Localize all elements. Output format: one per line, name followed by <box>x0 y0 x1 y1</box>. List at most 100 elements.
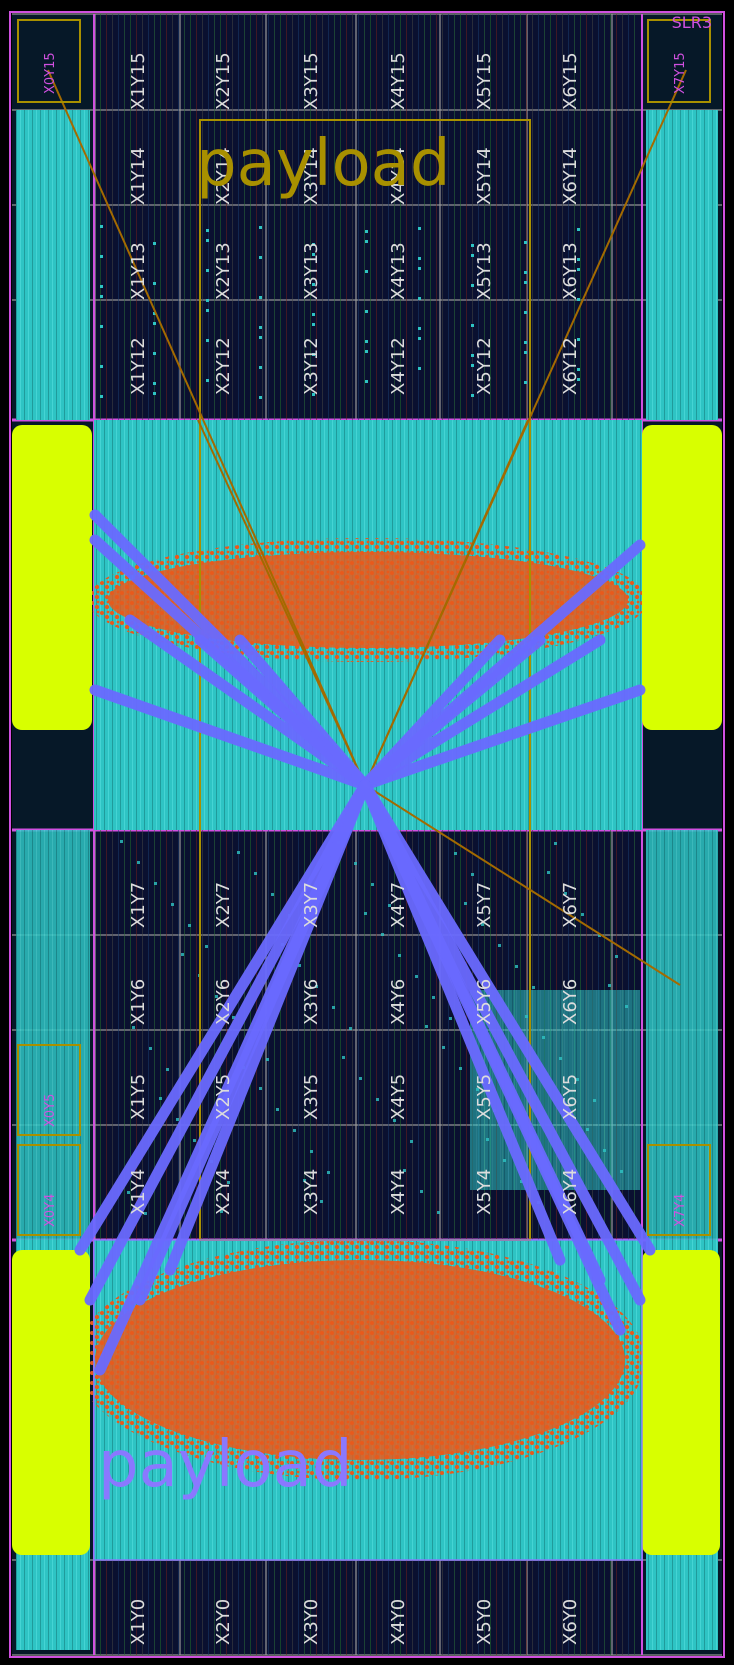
io-bank-left-upper <box>12 425 92 730</box>
placed-cell-dot <box>312 283 315 286</box>
clock-region-label: X3Y5 <box>301 1074 322 1120</box>
fabric-column-stripe <box>460 14 461 1655</box>
fabric-column-stripe <box>286 14 287 1655</box>
pblock-payload-bottom[interactable] <box>93 1239 643 1561</box>
placed-cell-dot <box>259 226 262 229</box>
net-flyline[interactable] <box>89 684 371 791</box>
placed-cell-dot <box>520 1180 523 1183</box>
net-flyline[interactable] <box>164 779 371 1276</box>
placed-cell-dot <box>365 270 368 273</box>
fabric-column-stripe <box>220 14 221 1655</box>
placed-cell-dot <box>547 871 550 874</box>
fabric-column-stripe <box>634 14 635 1655</box>
placed-cell-dot <box>205 945 208 948</box>
placed-cell-dot <box>259 326 262 329</box>
placed-cell-dot <box>418 327 421 330</box>
fabric-column-stripe <box>316 14 317 1655</box>
clock-region-label: X5Y0 <box>474 1599 495 1645</box>
net-flylines[interactable] <box>74 509 656 1376</box>
clock-region-label: X6Y15 <box>560 52 581 110</box>
clock-region-label: X6Y13 <box>560 242 581 300</box>
fabric-column-stripe <box>466 14 467 1655</box>
corner-clock-label: X7Y15 <box>673 52 688 94</box>
clock-region-label: X5Y4 <box>474 1169 495 1215</box>
net-flyline[interactable] <box>84 779 371 1306</box>
placed-cell-dot <box>415 975 418 978</box>
placed-cell-dot <box>376 1098 379 1101</box>
placed-cell-dot <box>525 1015 528 1018</box>
placed-cell-dot <box>442 1046 445 1049</box>
fabric-column-stripe <box>142 14 143 1655</box>
clock-region-label: X1Y12 <box>128 337 149 395</box>
net-flyline[interactable] <box>359 634 506 791</box>
slr-label: SLR3 <box>672 13 712 32</box>
placed-cell-dot <box>365 230 368 233</box>
placed-cell-dot <box>153 322 156 325</box>
clock-region-label: X2Y0 <box>213 1599 234 1645</box>
fabric-column-stripe <box>112 14 113 1655</box>
placed-cell-dot <box>481 923 484 926</box>
clock-region-label: X2Y4 <box>213 1169 234 1215</box>
placed-cell-dot <box>188 924 191 927</box>
placed-cell-dot <box>166 1068 169 1071</box>
clock-region-label: X6Y0 <box>560 1599 581 1645</box>
placed-cell-dot <box>437 1211 440 1214</box>
placed-cell-dot <box>393 1119 396 1122</box>
fabric-column-stripe <box>166 14 167 1655</box>
fabric-column-stripe <box>430 14 431 1655</box>
placed-cell-dot <box>266 1058 269 1061</box>
fabric-column-stripe <box>616 14 617 1655</box>
fabric-column-stripe <box>154 14 155 1655</box>
corner-clock-box <box>17 1044 81 1136</box>
net-flyline[interactable] <box>234 634 371 791</box>
clock-region-label: X3Y4 <box>301 1169 322 1215</box>
clock-region-label: X4Y13 <box>388 242 409 300</box>
fabric-column-stripe <box>214 14 215 1655</box>
fabric-column-stripe <box>448 14 449 1655</box>
clock-region-label: X1Y15 <box>128 52 149 110</box>
placed-cell-dot <box>471 284 474 287</box>
placed-cell-dot <box>206 269 209 272</box>
placed-cell-dot <box>312 393 315 396</box>
corner-clock-label: X0Y15 <box>43 52 58 94</box>
placed-cell-dot <box>464 902 467 905</box>
placed-cell-dot <box>586 1128 589 1131</box>
fabric-column-stripe <box>424 14 425 1655</box>
placed-cell-dot <box>153 242 156 245</box>
placed-cell-dot <box>153 312 156 315</box>
clock-region-label: X3Y6 <box>301 979 322 1025</box>
placed-cell-dot <box>471 244 474 247</box>
fabric-column-stripe <box>190 14 191 1655</box>
placed-cell-dot <box>315 985 318 988</box>
placed-cell-dot <box>398 954 401 957</box>
placed-cell-dot <box>425 1025 428 1028</box>
net-flyline[interactable] <box>359 779 566 1266</box>
fabric-column-stripe <box>508 14 509 1655</box>
placed-cell-dot <box>371 883 374 886</box>
placed-cell-dot <box>365 380 368 383</box>
placed-cell-dot <box>598 934 601 937</box>
fabric-column-stripe <box>406 14 407 1655</box>
net-flyline[interactable] <box>359 684 646 791</box>
pblock-tie-lines <box>47 69 687 986</box>
placed-cell-dot <box>524 311 527 314</box>
placed-cell-dot <box>577 298 580 301</box>
clock-region-label: X1Y13 <box>128 242 149 300</box>
placed-cell-dot <box>577 228 580 231</box>
placed-cell-dot <box>312 353 315 356</box>
fabric-column-stripe <box>244 14 245 1655</box>
fabric-column-stripe <box>310 14 311 1655</box>
placed-cell-dot <box>137 861 140 864</box>
fabric-column-stripe <box>256 14 257 1655</box>
fabric-column-stripe <box>202 14 203 1655</box>
placed-cell-dot <box>327 1171 330 1174</box>
fabric-column-stripe <box>292 14 293 1655</box>
placed-cell-dot <box>237 851 240 854</box>
corner-clock-label: X0Y4 <box>43 1194 58 1227</box>
net-flyline[interactable] <box>359 634 606 791</box>
placed-cell-dot <box>418 257 421 260</box>
placed-cell-dot <box>310 1150 313 1153</box>
clock-region-label: X1Y5 <box>128 1074 149 1120</box>
